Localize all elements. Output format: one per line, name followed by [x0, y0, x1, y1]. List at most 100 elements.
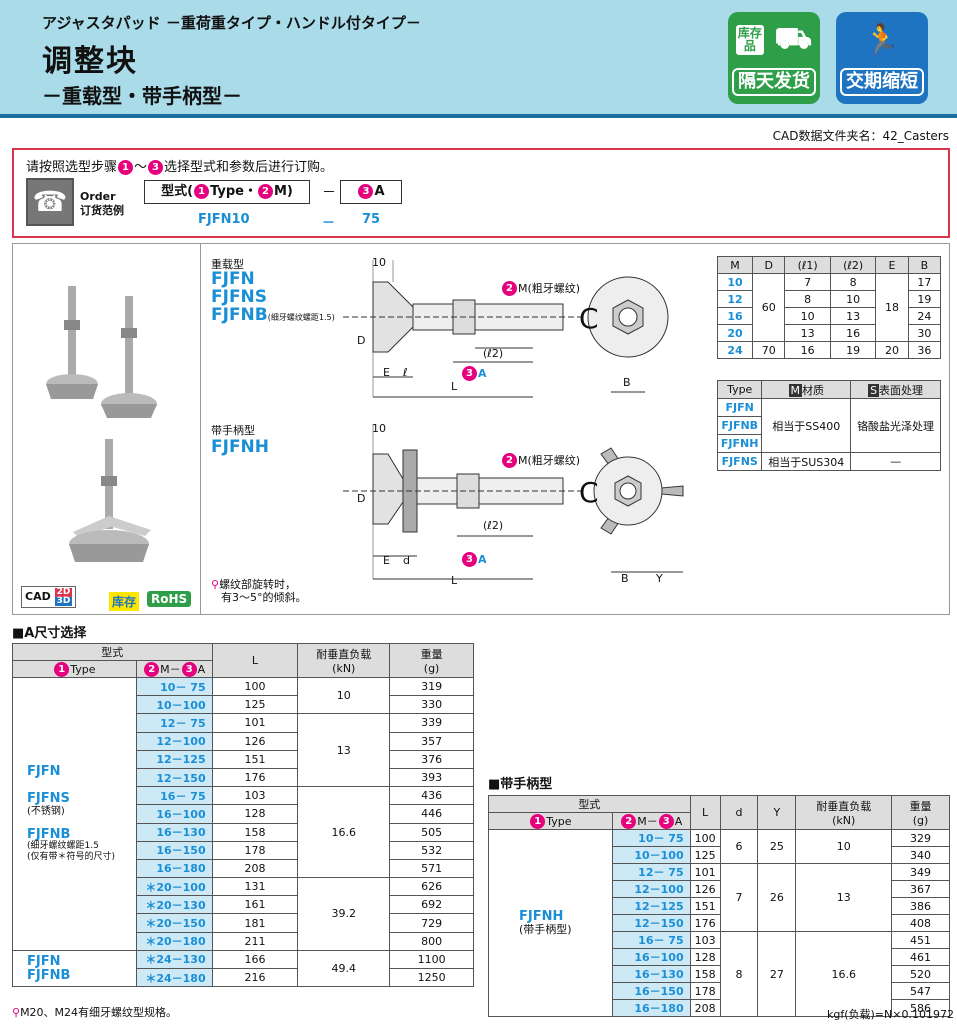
tilt-note-1: 螺纹部旋转时， — [219, 578, 297, 591]
table-cell: 101 — [689, 863, 721, 881]
table-cell: 12－150 — [611, 914, 691, 932]
table-cell: 27 — [757, 931, 797, 1017]
table-cell: 16－150 — [135, 840, 213, 860]
step-3-icon: 3 — [658, 814, 674, 829]
heavy-type-label: 重载型 — [211, 258, 244, 271]
table-cell: 178 — [689, 982, 721, 1000]
stock-badge: 库存 — [109, 592, 140, 611]
table-cell: 7 — [719, 863, 759, 932]
table-cell: 16 — [784, 341, 831, 359]
dim-a-text-2: A — [478, 553, 487, 566]
th-e: E — [875, 256, 909, 274]
table-cell: 10 — [795, 829, 893, 864]
step-2-icon: 2 — [144, 662, 160, 677]
table-cell: 10－ 75 — [611, 829, 691, 847]
instr-a: 请按照选型步骤 — [26, 160, 118, 175]
th-type-text: Type — [546, 814, 572, 828]
m-coarse-text: M(粗牙螺纹) — [518, 282, 581, 295]
header-subtitle: アジャスタパッド －重荷重タイプ・ハンドル付タイプ－ — [42, 14, 421, 32]
table-cell: 131 — [211, 877, 299, 897]
handle-table-title: ■带手柄型 — [488, 777, 553, 792]
table-cell: 49.4 — [297, 949, 391, 988]
table-cell: 16－100 — [611, 948, 691, 966]
table-cell: 铬酸盐光泽处理 — [850, 398, 941, 453]
badge-next-day-label: 隔天发货 — [732, 68, 816, 96]
table-cell: 相当于SS400 — [761, 398, 852, 453]
th-load-text: 耐垂直负载 — [816, 800, 872, 813]
table-cell: ＊20－150 — [135, 913, 213, 933]
dim-l-2: L — [451, 574, 458, 587]
table-cell: 12－ 75 — [611, 863, 691, 881]
table-cell: 16－130 — [611, 965, 691, 983]
th-weight: 重量(g) — [891, 795, 950, 830]
table-cell: 571 — [389, 858, 474, 879]
table-cell: 349 — [891, 863, 950, 881]
heavy-type-drawing: C — [343, 260, 669, 398]
table-cell: 101 — [211, 713, 299, 733]
th-model: 型式 — [12, 643, 213, 661]
dim-l2: (ℓ2) — [483, 347, 504, 360]
table-cell: 13 — [297, 713, 391, 788]
order-label-en: Order — [80, 190, 116, 203]
table-cell: 128 — [211, 804, 299, 824]
table-cell: 532 — [389, 840, 474, 860]
step-1-icon: 1 — [54, 661, 70, 677]
dim-l2-2: (ℓ2) — [483, 519, 504, 532]
cad-folder-name: CAD数据文件夹名：42_Casters — [772, 129, 949, 143]
table-cell: 8 — [719, 931, 759, 1017]
table-cell: 13 — [795, 863, 893, 932]
table-cell: 16－180 — [135, 858, 213, 879]
dim-d-lower: D — [357, 492, 366, 505]
table-cell: 367 — [891, 880, 950, 898]
table-cell: 103 — [689, 931, 721, 949]
badge-short-delivery-label: 交期缩短 — [840, 68, 924, 96]
table-cell: 60 — [752, 273, 786, 342]
table-cell: 16－150 — [611, 982, 691, 1000]
table-cell: 126 — [211, 731, 299, 751]
table-cell: 100 — [689, 829, 721, 847]
step-2-icon: 2 — [258, 184, 273, 199]
tilt-note: ⚲螺纹部旋转时，有3～5°的倾斜。 — [211, 578, 307, 604]
table-cell: 16－130 — [135, 822, 213, 842]
table-cell: 25 — [757, 829, 797, 864]
a-size-footnote-text: M20、M24有细牙螺纹型规格。 — [20, 1006, 178, 1019]
dim-10-2: 10 — [372, 422, 386, 435]
table-cell: 520 — [891, 965, 950, 983]
fjfns-note: (不锈钢) — [27, 805, 65, 817]
kgf-conversion-note: kgf(负载)=N×0.101972 — [827, 1008, 954, 1021]
page-title: 调整块 — [42, 44, 138, 79]
table-cell: 461 — [891, 948, 950, 966]
handle-type-cell: FJFNH(带手柄型) — [488, 829, 613, 1017]
cad-text: CAD — [25, 590, 51, 603]
phone-icon: ☎ — [26, 178, 74, 226]
example-a: 75 — [362, 212, 381, 227]
group-fjfns: FJFNS — [27, 790, 70, 806]
table-cell: 19 — [907, 290, 942, 308]
table-cell: 39.2 — [297, 877, 391, 951]
table-cell: 125 — [211, 695, 299, 715]
table-cell: 7 — [784, 273, 831, 291]
table-cell: 10 — [784, 307, 831, 325]
table-cell: 158 — [211, 822, 299, 842]
box1-m: M) — [274, 184, 293, 199]
